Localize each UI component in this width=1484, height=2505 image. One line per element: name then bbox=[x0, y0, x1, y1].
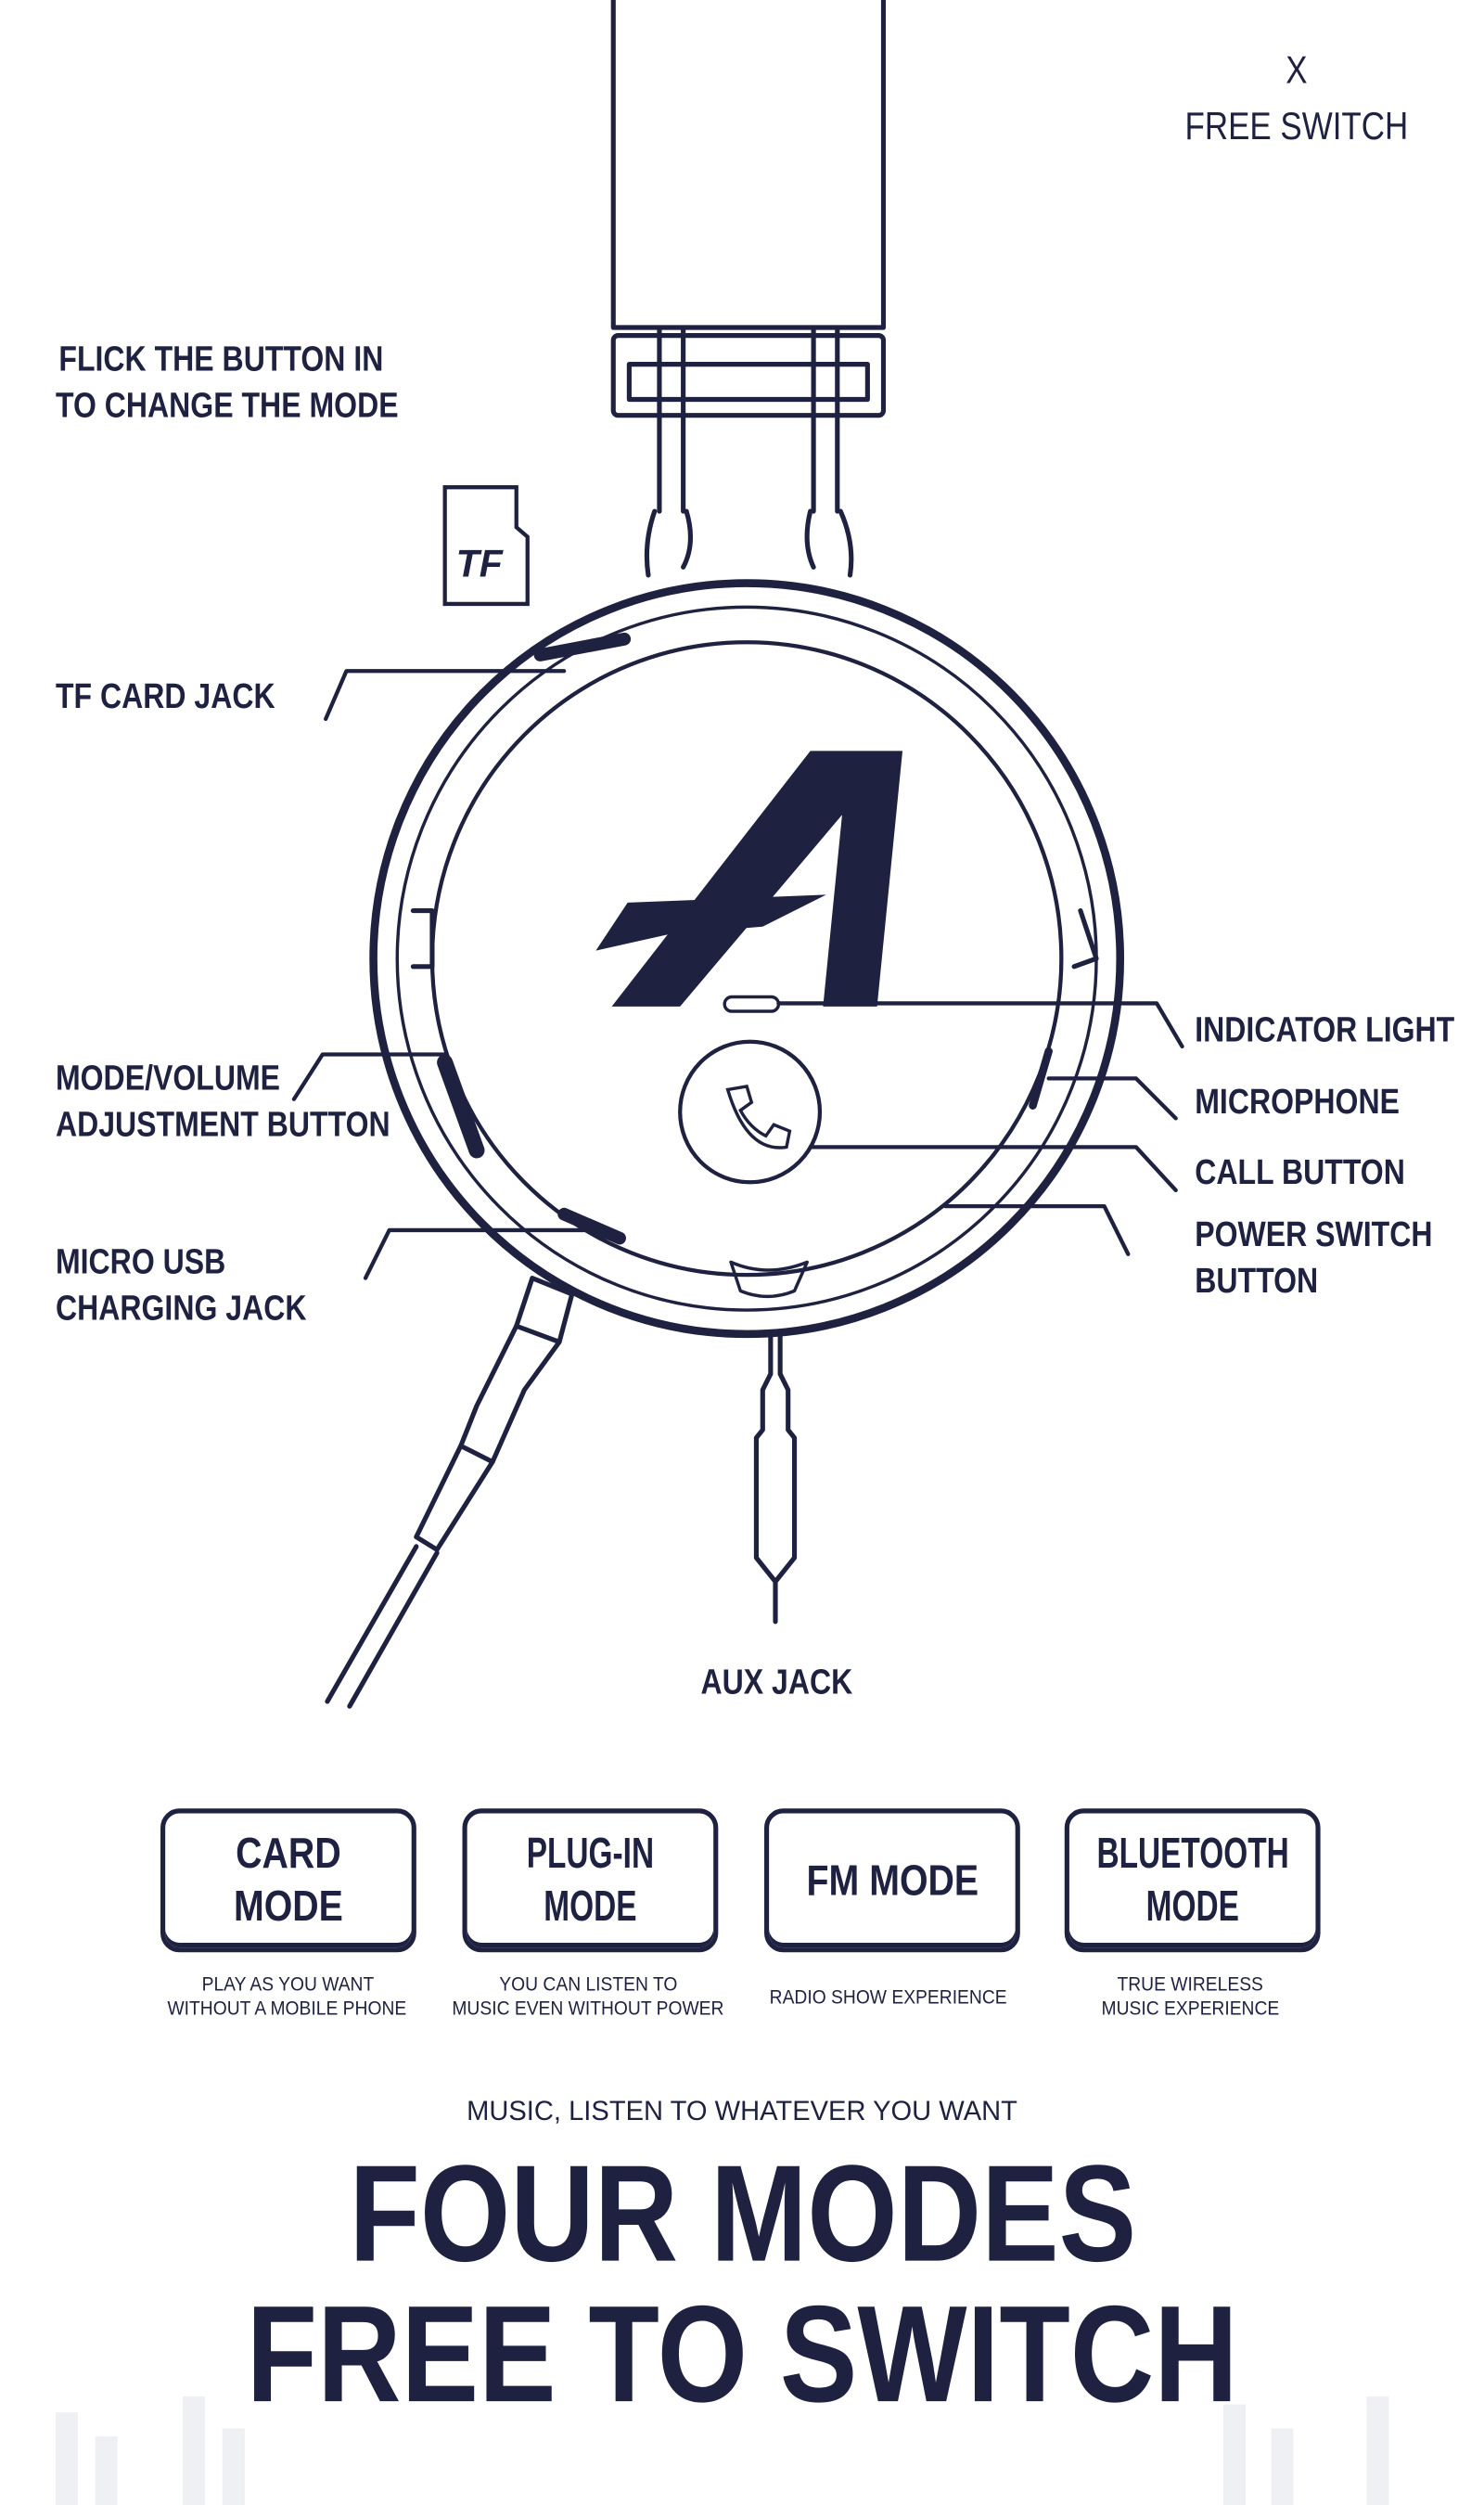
mode-volume-button bbox=[437, 1054, 485, 1159]
call-button-label: CALL BUTTON bbox=[1195, 1151, 1405, 1192]
aux-jack-label: AUX JACK bbox=[700, 1661, 853, 1702]
tf-card-icon bbox=[442, 485, 530, 607]
headband bbox=[610, 0, 887, 330]
headline-line1: FOUR MODES bbox=[0, 2146, 1484, 2283]
earcup-outer bbox=[369, 579, 1125, 1339]
desc-line: TRUE WIRELESS bbox=[1117, 1972, 1263, 1996]
fm-mode-title: FM MODE bbox=[806, 1856, 979, 1904]
desc-line: WITHOUT A MOBILE PHONE bbox=[168, 1997, 407, 2020]
title-line: BLUETOOTH bbox=[1096, 1829, 1289, 1878]
tf-card-slot bbox=[533, 632, 632, 662]
microphone-label: MICROPHONE bbox=[1195, 1081, 1400, 1122]
equalizer-bars-decoration bbox=[55, 2396, 1389, 2505]
earcup-inner bbox=[429, 640, 1064, 1278]
tf-card-jack-label: TF CARD JACK bbox=[55, 675, 275, 716]
micro-usb-port bbox=[557, 1207, 626, 1245]
title-line: MODE bbox=[1145, 1882, 1239, 1931]
tf-icon-label: TF bbox=[455, 543, 503, 586]
desc-line: RADIO SHOW EXPERIENCE bbox=[769, 1985, 1007, 2009]
free-switch-subtitle: FREE SWITCH bbox=[1184, 105, 1409, 149]
flick-callout-line2: TO CHANGE THE MODE bbox=[55, 385, 399, 426]
mode-volume-label-line1: MODE/VOLUME bbox=[55, 1057, 281, 1098]
power-switch-label-line2: BUTTON bbox=[1195, 1260, 1319, 1301]
headline-text: FOUR MODES bbox=[348, 2138, 1136, 2292]
brand-logo bbox=[595, 751, 903, 1007]
indicator-light bbox=[723, 995, 781, 1013]
phone-icon bbox=[725, 1085, 792, 1150]
desc-line: MUSIC EXPERIENCE bbox=[1101, 1997, 1279, 2020]
power-switch-label-line1: POWER SWITCH bbox=[1195, 1214, 1433, 1254]
fm-mode-badge: FM MODE bbox=[764, 1808, 1020, 1953]
tagline: MUSIC, LISTEN TO WHATEVER YOU WANT bbox=[467, 2096, 1017, 2126]
card-mode-title: CARD MODE bbox=[233, 1829, 343, 1931]
microphone-hole bbox=[1029, 1047, 1053, 1110]
indicator-light-label: INDICATOR LIGHT bbox=[1195, 1009, 1455, 1050]
flick-callout-line1: FLICK THE BUTTON IN bbox=[58, 339, 384, 379]
card-mode-badge: CARD MODE bbox=[160, 1808, 416, 1953]
x-mark: X bbox=[1286, 49, 1308, 93]
slider-bracket bbox=[610, 333, 887, 418]
call-button bbox=[678, 1039, 823, 1185]
headline-line2: FREE TO SWITCH bbox=[0, 2286, 1484, 2423]
desc-line: PLAY AS YOU WANT bbox=[201, 1972, 374, 1996]
title-line: PLUG-IN bbox=[526, 1829, 655, 1878]
aux-plug bbox=[753, 1331, 798, 1585]
headline-text: FREE TO SWITCH bbox=[246, 2278, 1238, 2432]
desc-line: YOU CAN LISTEN TO bbox=[498, 1972, 677, 1996]
micro-usb-label-line2: CHARGING JACK bbox=[55, 1287, 307, 1328]
fm-mode-desc: RADIO SHOW EXPERIENCE bbox=[729, 1985, 1047, 2010]
title-line: MODE bbox=[544, 1882, 637, 1931]
desc-line: MUSIC EVEN WITHOUT POWER bbox=[452, 1997, 724, 2020]
micro-usb-label-line1: MICRO USB bbox=[55, 1240, 226, 1282]
mode-volume-label-line2: ADJUSTMENT BUTTON bbox=[55, 1103, 390, 1144]
